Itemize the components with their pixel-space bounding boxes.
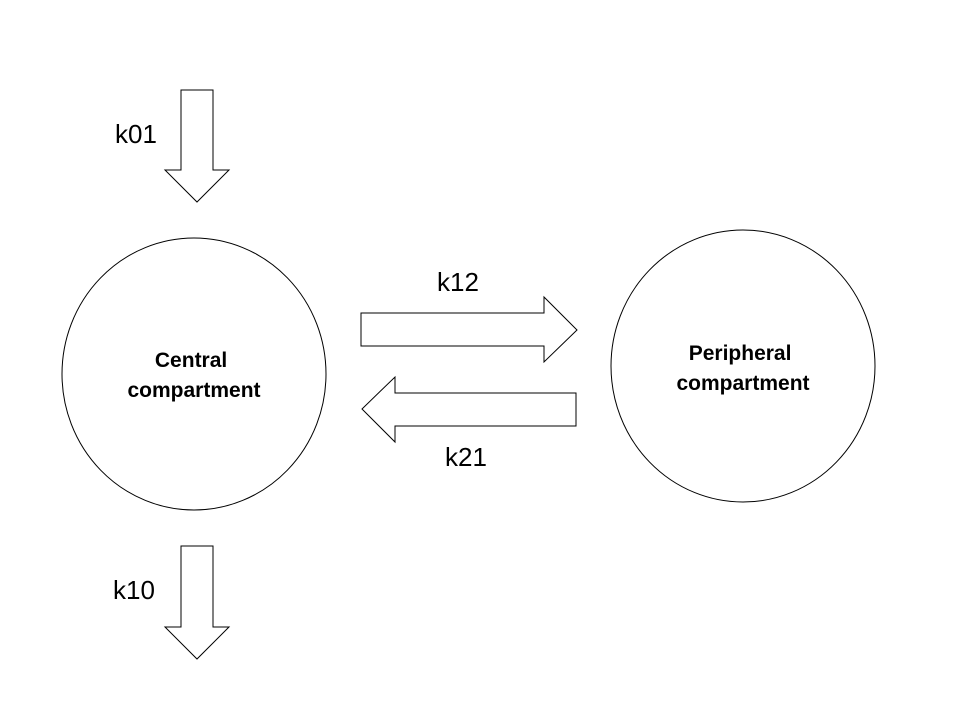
transfer-arrow-k12	[360, 295, 578, 364]
peripheral-compartment-label-line1: Peripheral	[689, 342, 792, 365]
peripheral-compartment	[610, 229, 876, 503]
central-compartment-label: Central compartment	[127, 349, 260, 402]
rate-label-k21: k21	[445, 442, 487, 472]
rate-label-k12: k12	[437, 267, 479, 297]
central-compartment-label-line2: compartment	[127, 379, 260, 402]
peripheral-compartment-label: Peripheral compartment	[676, 342, 809, 395]
transfer-arrow-k21	[361, 375, 577, 444]
input-arrow-k01	[163, 89, 231, 203]
central-compartment-label-line1: Central	[155, 349, 227, 372]
rate-label-k01: k01	[115, 119, 157, 149]
elimination-arrow-k10	[163, 545, 231, 660]
rate-label-k10: k10	[113, 575, 155, 605]
central-compartment	[61, 237, 327, 511]
peripheral-compartment-label-line2: compartment	[676, 372, 809, 395]
